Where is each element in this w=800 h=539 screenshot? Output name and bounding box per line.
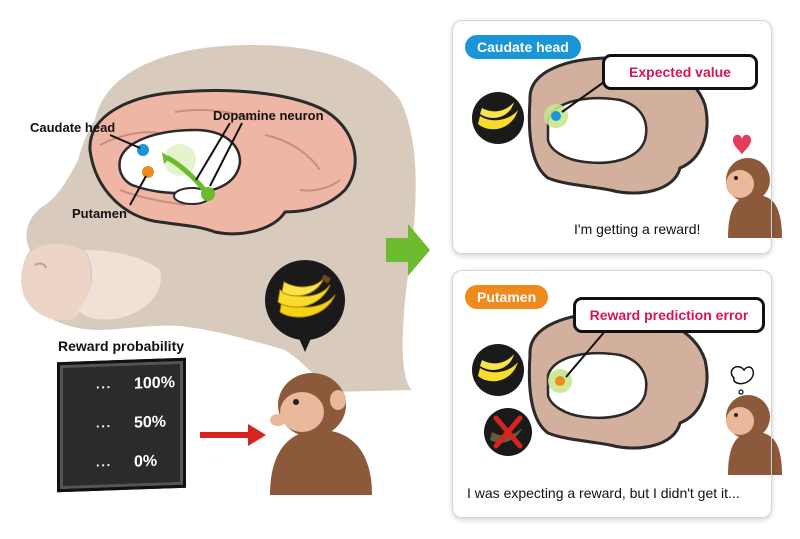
bottom-panel-caption: I was expecting a reward, but I didn't g…: [467, 485, 740, 501]
putamen-label: Putamen: [72, 206, 127, 221]
triangle-probability: 50%: [134, 413, 167, 432]
expected-value-callout: Expected value: [602, 54, 758, 90]
small-monkey: [270, 373, 372, 495]
reward-probability-title: Reward probability: [58, 338, 185, 354]
cross-probability: 0%: [134, 452, 158, 471]
top-panel-art: [472, 56, 782, 238]
top-panel-caption: I'm getting a reward!: [574, 221, 701, 237]
green-arrow-icon: [386, 224, 430, 276]
large-brain: [88, 89, 357, 236]
circle-probability: 100%: [134, 374, 175, 393]
caudate-panel: Caudate head Expected value I'm getting …: [452, 20, 772, 254]
caudate-head-pill: Caudate head: [465, 35, 581, 59]
caudate-dot: [137, 144, 149, 156]
caudate-head-label: Caudate head: [30, 120, 116, 135]
putamen-panel: Putamen Reward prediction error I was ex…: [452, 270, 772, 518]
board-row-triangle: ··· 50%: [96, 413, 167, 434]
reward-probability-board: ··· 100% ··· 50% ··· 0%: [57, 357, 186, 493]
putamen-dot: [142, 166, 154, 178]
dopamine-neuron-label: Dopamine neuron: [213, 108, 324, 123]
red-arrow-icon: [200, 424, 266, 446]
bottom-panel-art: [472, 311, 782, 475]
banana-thought-bubble: [265, 260, 345, 352]
board-row-circle: ··· 100%: [96, 374, 175, 395]
putamen-pill: Putamen: [465, 285, 549, 309]
board-row-cross: ··· 0%: [96, 452, 158, 473]
reward-prediction-error-callout: Reward prediction error: [573, 297, 765, 333]
